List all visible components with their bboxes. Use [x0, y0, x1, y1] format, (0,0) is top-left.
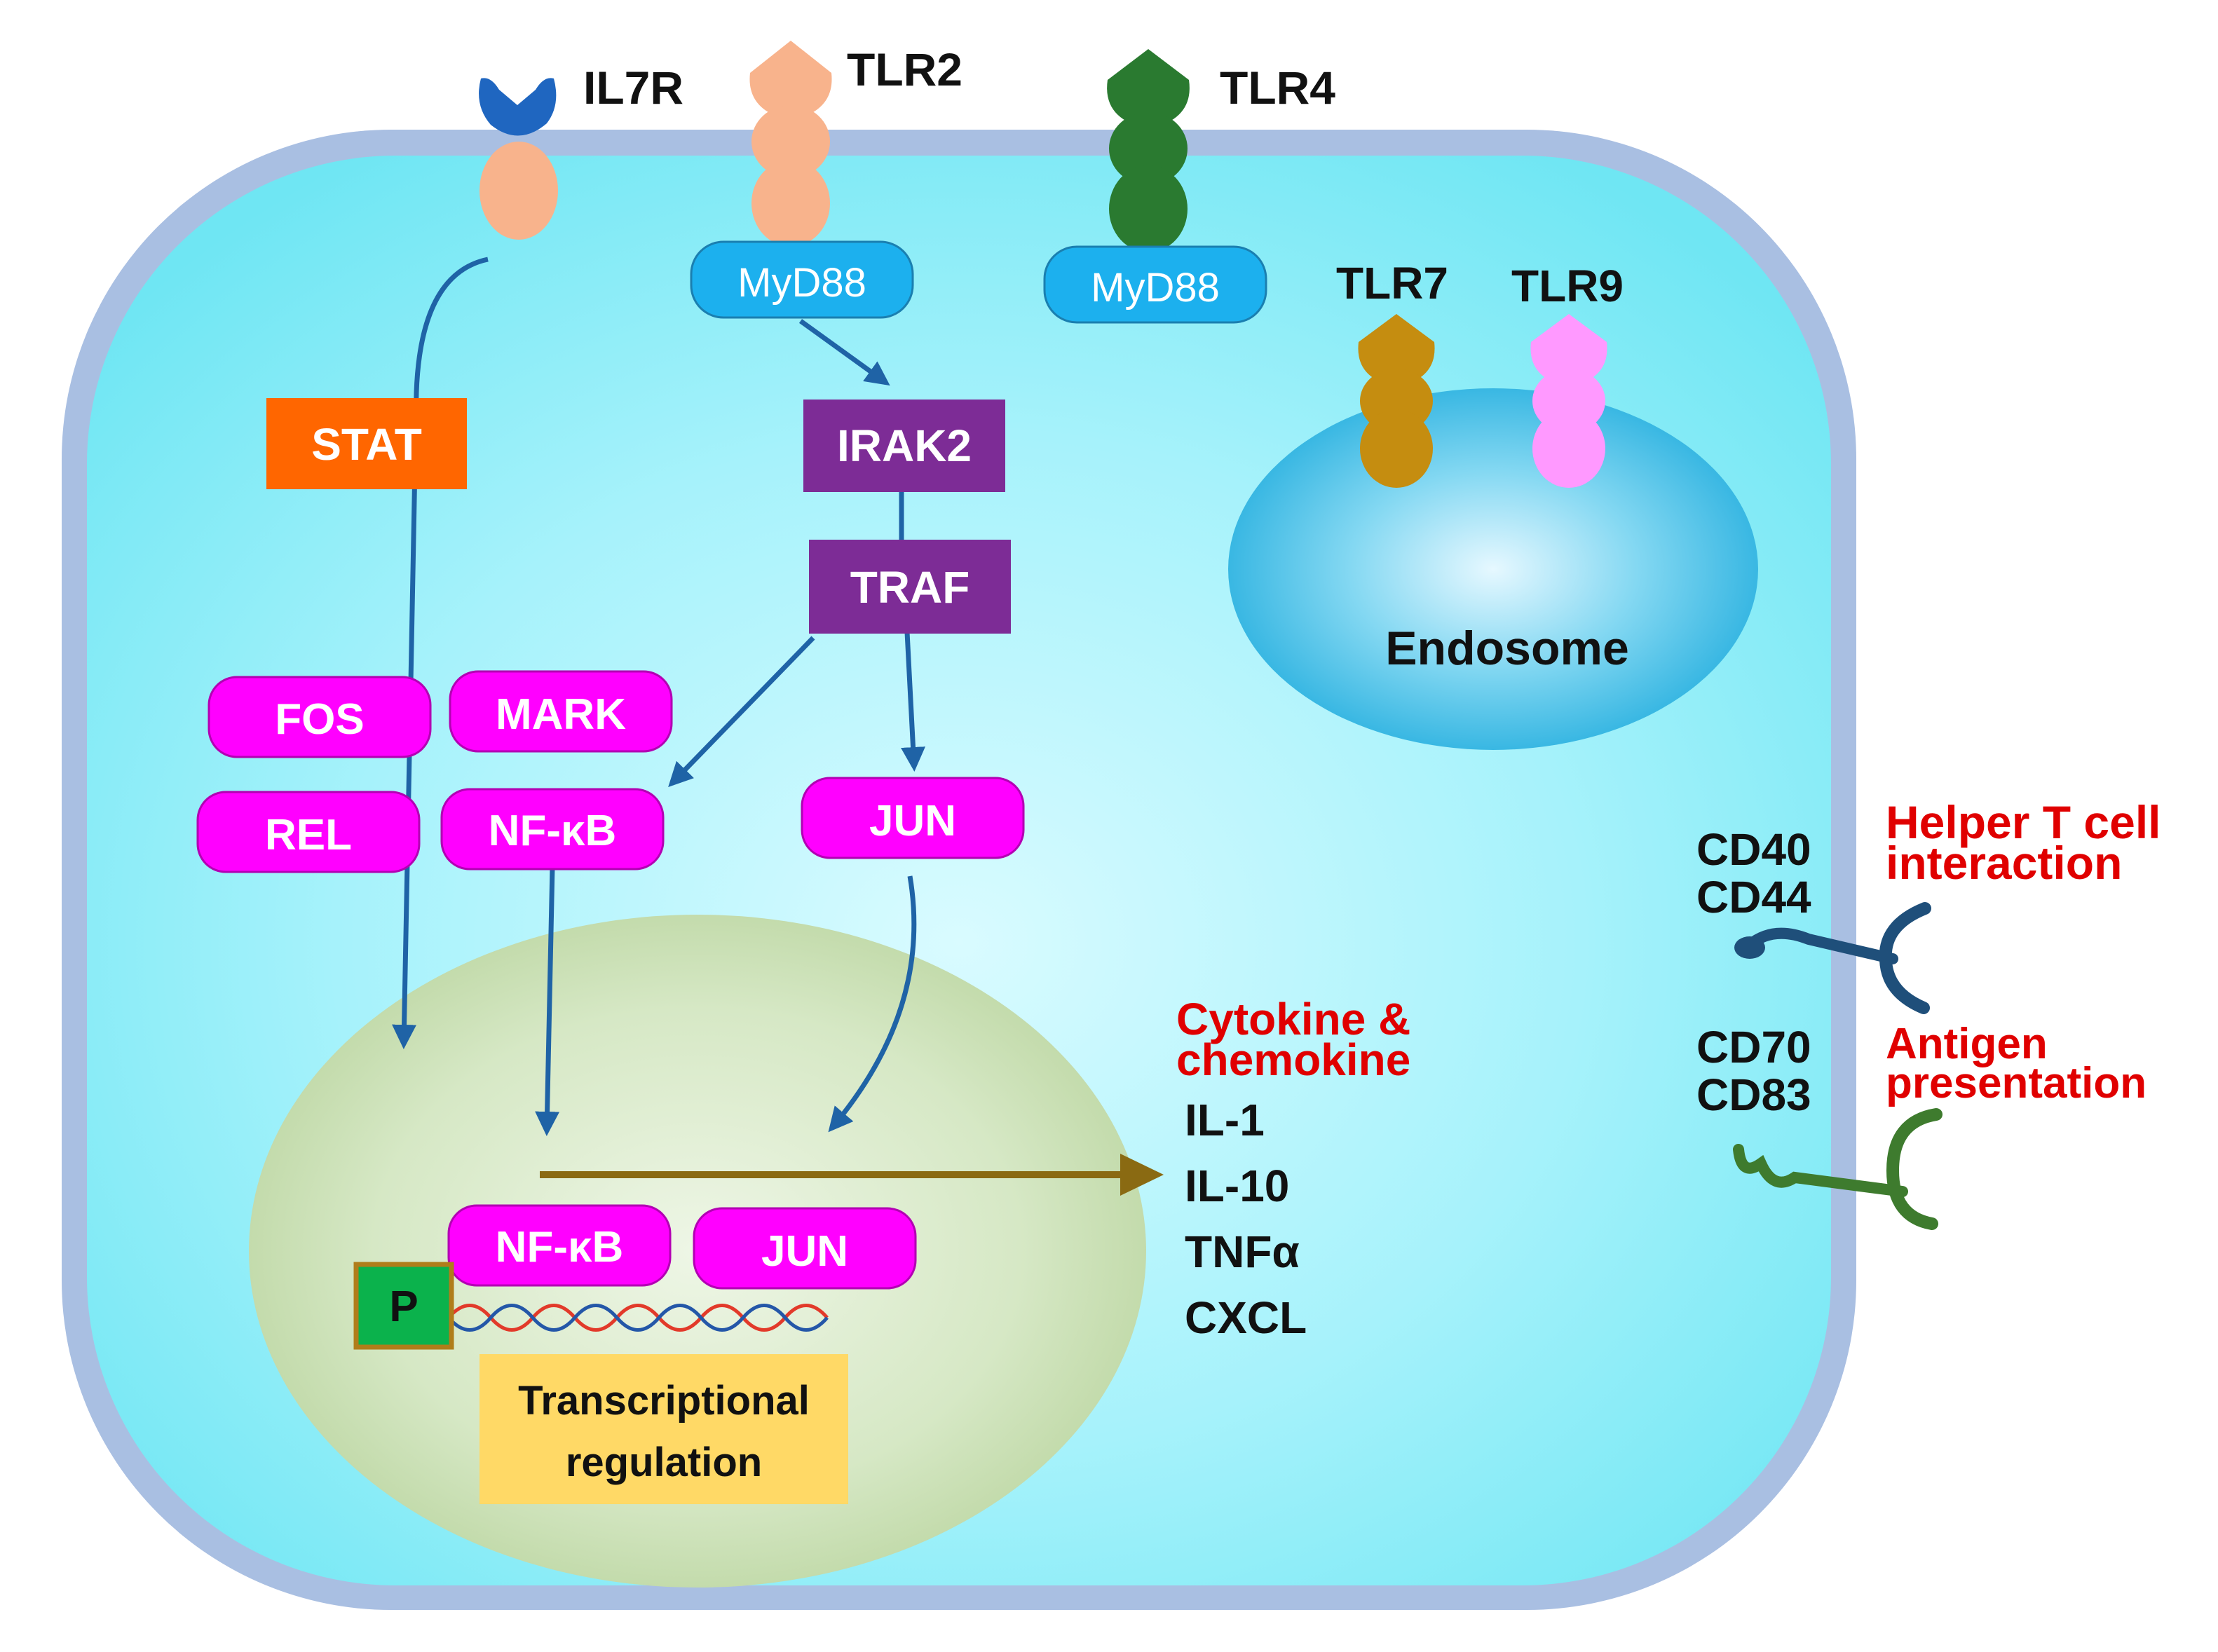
cd83-label: CD83: [1696, 1070, 1811, 1120]
stat-box: [266, 398, 467, 489]
il7r-stalk-icon: [479, 142, 558, 240]
tlr2-receptor: [749, 41, 832, 247]
traf-box: [809, 540, 1011, 634]
rel-pill: [196, 791, 421, 873]
output-item: CXCL: [1185, 1292, 1307, 1343]
fos-label: FOS: [275, 695, 364, 744]
tlr4-mid-icon: [1109, 112, 1188, 185]
traf-to-nfkb-arrow: [668, 636, 815, 788]
jun-label: JUN: [869, 797, 956, 845]
il7r-label: IL7R: [583, 62, 683, 114]
il7r-to-nucleus-arrow: [392, 257, 489, 1049]
endosome-label: Endosome: [1385, 622, 1629, 675]
irak2-box: [803, 400, 1005, 492]
output-item: IL-1: [1185, 1095, 1265, 1145]
tlr9-receptor: [1530, 314, 1607, 488]
tlr7-label: TLR7: [1336, 258, 1448, 308]
traf-label: TRAF: [850, 562, 970, 613]
tlr7-top-icon: [1358, 314, 1435, 387]
tlr2-mid-icon: [751, 105, 830, 178]
traf-to-jun-arrow: [901, 632, 926, 772]
transcription-label-line2: regulation: [566, 1440, 762, 1485]
output-item: TNFα: [1185, 1227, 1300, 1277]
nucleus-nfkb-label: NF-κB: [496, 1223, 624, 1271]
cd44-label: CD44: [1696, 872, 1811, 922]
tlr9-base-icon: [1532, 409, 1605, 488]
nfkb-pill: [440, 788, 665, 871]
jun-pill: [801, 777, 1025, 859]
p-marker-box: [353, 1262, 454, 1350]
transcription-box: [479, 1354, 848, 1504]
p-marker-label: P: [389, 1283, 418, 1331]
tlr2-label: TLR2: [847, 43, 962, 95]
stat-label: STAT: [311, 419, 422, 470]
mark-pill: [449, 670, 673, 753]
tlr4-receptor: [1107, 49, 1190, 252]
helper-t-label-line2: interaction: [1886, 837, 2122, 889]
cytokine-heading-line1: Cytokine &: [1176, 994, 1410, 1044]
fos-pill: [207, 676, 432, 758]
cd40-receptor-icon: [1734, 902, 1931, 1014]
tlr2-top-icon: [749, 41, 832, 121]
dna-helix-icon: [447, 1304, 829, 1332]
nucleus-nfkb-pill: [447, 1204, 672, 1287]
antigen-label-line2: presentation: [1886, 1059, 2146, 1107]
nfkb-label: NF-κB: [489, 807, 617, 855]
tlr4-top-icon: [1107, 49, 1190, 129]
antigen-label-line1: Antigen: [1886, 1020, 2048, 1068]
nucleus-jun-pill: [693, 1207, 917, 1290]
tlr4-label: TLR4: [1220, 62, 1335, 114]
tlr7-receptor: [1358, 314, 1435, 488]
tlr9-label: TLR9: [1511, 261, 1624, 311]
output-item: IL-10: [1185, 1161, 1289, 1211]
jun-to-nucleus-arrow: [828, 875, 917, 1133]
rel-label: REL: [265, 811, 352, 859]
myd88-left-box: [690, 240, 914, 319]
cytokine-export-arrowhead: [1120, 1154, 1164, 1196]
transcription-label-line1: Transcriptional: [518, 1378, 810, 1424]
mark-label: MARK: [496, 690, 626, 739]
helper-t-label-line1: Helper T cell: [1886, 796, 2161, 848]
nfkb-to-nucleus-arrow: [535, 866, 560, 1136]
cd70-label: CD70: [1696, 1022, 1811, 1072]
tlr7-base-icon: [1360, 409, 1433, 488]
cd40-label: CD40: [1696, 824, 1811, 875]
il7r-cap-icon: [479, 78, 557, 136]
endosome: [1228, 388, 1758, 750]
myd88-to-irak2-arrow: [798, 319, 890, 386]
cytokine-heading-line2: chemokine: [1176, 1035, 1410, 1085]
tlr4-base-icon: [1109, 165, 1188, 252]
tlr9-top-icon: [1530, 314, 1607, 387]
cd70-receptor-icon: [1733, 1108, 1943, 1230]
irak2-label: IRAK2: [837, 421, 972, 471]
nucleus-jun-label: JUN: [761, 1227, 848, 1276]
tlr2-base-icon: [751, 160, 830, 247]
myd88-right-box: [1043, 245, 1267, 324]
il7r-receptor: [479, 78, 558, 240]
myd88-right-label: MyD88: [1091, 265, 1220, 310]
myd88-left-label: MyD88: [737, 260, 866, 306]
